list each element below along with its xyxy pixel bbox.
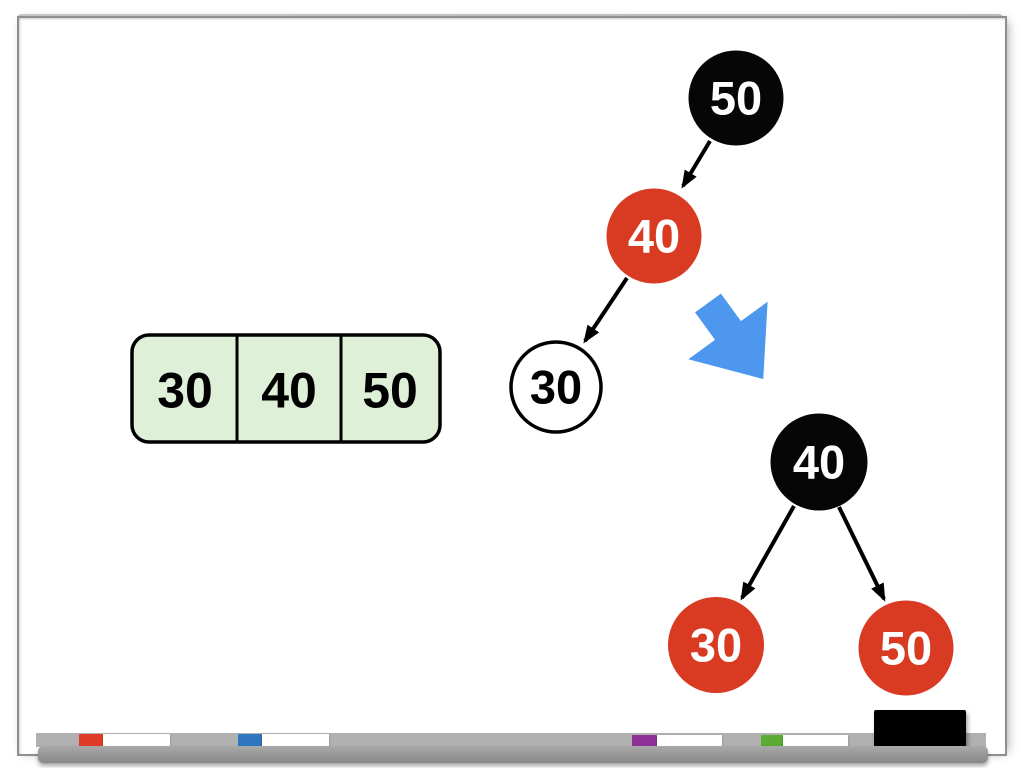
array-box-outline xyxy=(130,333,442,444)
transform-arrow-icon xyxy=(688,293,768,380)
tree-after: 40 30 50 xyxy=(668,413,954,696)
node-before-30-label: 30 xyxy=(530,360,582,413)
marker-red xyxy=(79,734,170,747)
node-before-40-label: 40 xyxy=(628,209,680,262)
marker-tray xyxy=(38,746,988,763)
array-box: 30 40 50 xyxy=(130,333,442,444)
node-after-30-label: 30 xyxy=(690,618,742,671)
marker-red-cap xyxy=(79,734,103,747)
tree-before: 50 40 30 xyxy=(509,50,784,434)
array-cell-1: 40 xyxy=(261,363,317,419)
array-cell-2: 50 xyxy=(362,363,418,419)
marker-blue xyxy=(238,734,329,747)
marker-purple xyxy=(632,735,722,748)
marker-purple-cap xyxy=(632,735,657,748)
marker-green-cap xyxy=(761,735,783,748)
node-before-40 xyxy=(606,188,702,284)
node-before-30 xyxy=(509,340,603,434)
marker-blue-body xyxy=(262,734,329,747)
edge-50-40 xyxy=(681,139,712,189)
marker-purple-body xyxy=(657,735,722,748)
array-cell-0: 30 xyxy=(157,363,213,419)
node-before-50 xyxy=(688,50,784,146)
board-eraser xyxy=(874,710,966,747)
node-after-40 xyxy=(770,413,868,511)
node-after-50 xyxy=(858,600,954,696)
marker-blue-cap xyxy=(238,734,262,747)
edge-40-30-after xyxy=(740,505,796,601)
node-before-50-label: 50 xyxy=(710,71,762,124)
marker-green-body xyxy=(783,735,848,748)
node-after-40-label: 40 xyxy=(793,435,845,488)
edge-40-30 xyxy=(583,276,629,344)
node-after-30 xyxy=(668,597,764,693)
edge-40-50-after xyxy=(837,506,886,602)
marker-green xyxy=(761,735,848,748)
marker-red-body xyxy=(103,734,170,747)
node-after-50-label: 50 xyxy=(880,621,932,674)
